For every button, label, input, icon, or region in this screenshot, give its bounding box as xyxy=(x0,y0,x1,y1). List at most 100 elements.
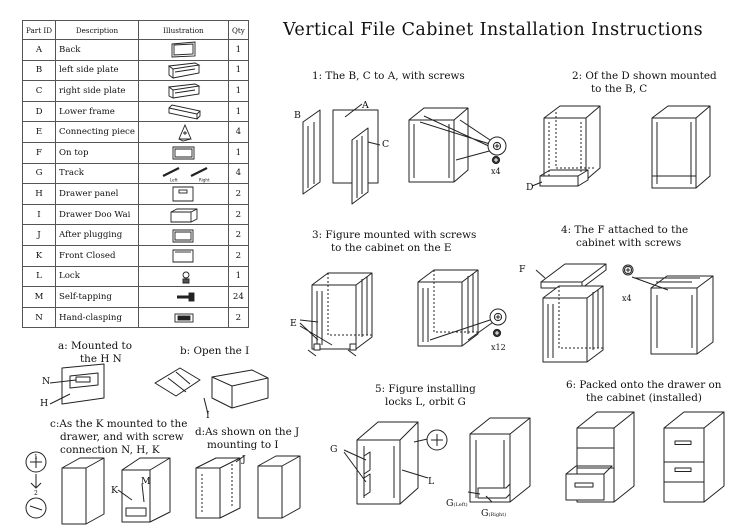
step-1-caption: 1: The B, C to A, with screws xyxy=(312,70,465,83)
step-6-caption: 6: Packed onto the drawer on the cabinet… xyxy=(566,379,721,405)
sub-c-line-3: connection N, H, K xyxy=(60,444,160,456)
sub-c-line-2: drawer, and with screw xyxy=(60,431,184,443)
sub-a-line-2: the H N xyxy=(80,353,122,365)
drawer-panel-icon xyxy=(172,187,194,202)
back-panel-icon xyxy=(171,41,196,58)
part-illustration-cell xyxy=(137,306,229,329)
screw-icon xyxy=(176,292,195,302)
sub-a-line-1: a: Mounted to xyxy=(58,340,132,352)
step-5-caption: 5: Figure installing locks L, orbit G xyxy=(375,383,476,409)
step-5-label-g-right: G(Right) xyxy=(481,508,506,519)
sub-a-caption: a: Mounted to the H N xyxy=(58,340,132,366)
step-5-label-g-right-letter: G xyxy=(481,508,489,519)
step-2-illustration-exploded xyxy=(532,106,600,186)
track-label-1: Right xyxy=(199,177,210,182)
part-qty-cell: 1 xyxy=(227,265,249,288)
connecting-piece-icon xyxy=(178,123,192,142)
sub-b-illustration xyxy=(155,368,268,414)
step-2-label-d: D xyxy=(526,182,534,193)
front-closure-icon xyxy=(172,249,194,263)
part-qty-cell: 1 xyxy=(227,59,249,82)
step-4-screw-qty: x4 xyxy=(622,294,632,303)
step-6-illustration-drawer xyxy=(566,412,634,502)
sub-c-illustration xyxy=(26,452,170,524)
step-2-line-1: 2: Of the D shown mounted xyxy=(572,70,717,82)
step-5-label-g-left-letter: G xyxy=(446,498,454,509)
step-5-label-l: L xyxy=(428,476,435,487)
step-4-line-1: 4: The F attached to the xyxy=(561,224,689,236)
step-5-label-g-left-sub: (Left) xyxy=(453,502,468,508)
lower-frame-icon xyxy=(168,104,201,120)
track-label-0: Left xyxy=(170,177,178,182)
part-illustration-cell xyxy=(137,265,229,288)
step-3-label-e: E xyxy=(290,318,297,329)
step-3-line-2: to the cabinet on the E xyxy=(331,242,452,254)
sub-b-text: b: Open the I xyxy=(180,345,250,357)
step-5-label-g: G xyxy=(330,444,338,455)
part-id-cell: F xyxy=(21,141,57,164)
step-4-line-2: cabinet with screws xyxy=(576,237,682,249)
step-2-illustration-assembled xyxy=(652,106,710,188)
header-description: Description xyxy=(55,20,139,40)
step-5-illustration-cabinet xyxy=(344,422,447,504)
sub-d-line-1: d:As shown on the J xyxy=(195,426,300,438)
header-illustration: Illustration xyxy=(137,20,229,40)
right-side-plate-icon xyxy=(167,84,201,100)
header-qty: Qty xyxy=(227,20,249,40)
sub-c-step-2: 2 xyxy=(34,490,38,497)
sub-d-line-2: mounting to I xyxy=(207,439,279,451)
track-icon: Left Right xyxy=(162,166,210,182)
step-2-line-2: to the B, C xyxy=(591,83,648,95)
step-5-illustration-tracks xyxy=(468,418,530,502)
parts-table-header: Part ID Description Illustration Qty xyxy=(21,20,249,40)
step-1-screw-qty: x4 xyxy=(491,167,501,176)
step-1-text: 1: The B, C to A, with screws xyxy=(312,70,465,82)
step-4-illustration-assembled xyxy=(623,265,714,355)
step-4-illustration-exploded xyxy=(536,264,606,363)
step-1-illustration-exploded xyxy=(303,104,380,204)
step-1-label-a: A xyxy=(362,100,369,111)
step-6-line-2: the cabinet (installed) xyxy=(586,392,702,404)
step-3-illustration-exploded xyxy=(300,272,373,356)
step-3-screw-qty: x12 xyxy=(491,343,506,352)
rear-plug-icon xyxy=(172,229,194,243)
part-illustration-cell: Left Right xyxy=(137,162,229,185)
part-qty-cell: 24 xyxy=(227,286,249,308)
sub-c-label-k: K xyxy=(111,485,119,496)
sub-c-line-1: c:As the K mounted to the xyxy=(50,418,188,430)
step-3-caption: 3: Figure mounted with screws to the cab… xyxy=(312,229,476,255)
sub-a-illustration xyxy=(50,364,104,404)
step-5-line-1: 5: Figure installing xyxy=(375,383,476,395)
step-5-line-2: locks L, orbit G xyxy=(385,396,466,408)
drawer-body-icon xyxy=(170,208,198,223)
sub-a-label-h: H xyxy=(40,398,49,409)
sub-b-label-i: I xyxy=(206,410,210,421)
sub-b-caption: b: Open the I xyxy=(180,345,249,358)
step-6-illustration-complete xyxy=(664,412,724,502)
step-3-line-1: 3: Figure mounted with screws xyxy=(312,229,477,241)
sub-c-caption: c:As the K mounted to the drawer, and wi… xyxy=(50,418,187,457)
sub-d-label-j: J xyxy=(242,454,246,465)
part-id-cell: A xyxy=(21,39,57,61)
page-title: Vertical File Cabinet Installation Instr… xyxy=(283,20,703,40)
lock-icon xyxy=(182,271,190,284)
step-1-label-b: B xyxy=(294,110,301,121)
part-description-cell: Hand-clasping xyxy=(55,306,139,329)
step-6-line-1: 6: Packed onto the drawer on xyxy=(566,379,722,391)
sub-d-caption: d:As shown on the J mounting to I xyxy=(195,426,299,452)
part-illustration-cell xyxy=(137,39,229,61)
part-id-cell: C xyxy=(21,80,57,102)
handle-icon xyxy=(174,313,194,323)
part-illustration-cell xyxy=(137,203,229,226)
step-4-caption: 4: The F attached to the cabinet with sc… xyxy=(561,224,688,250)
